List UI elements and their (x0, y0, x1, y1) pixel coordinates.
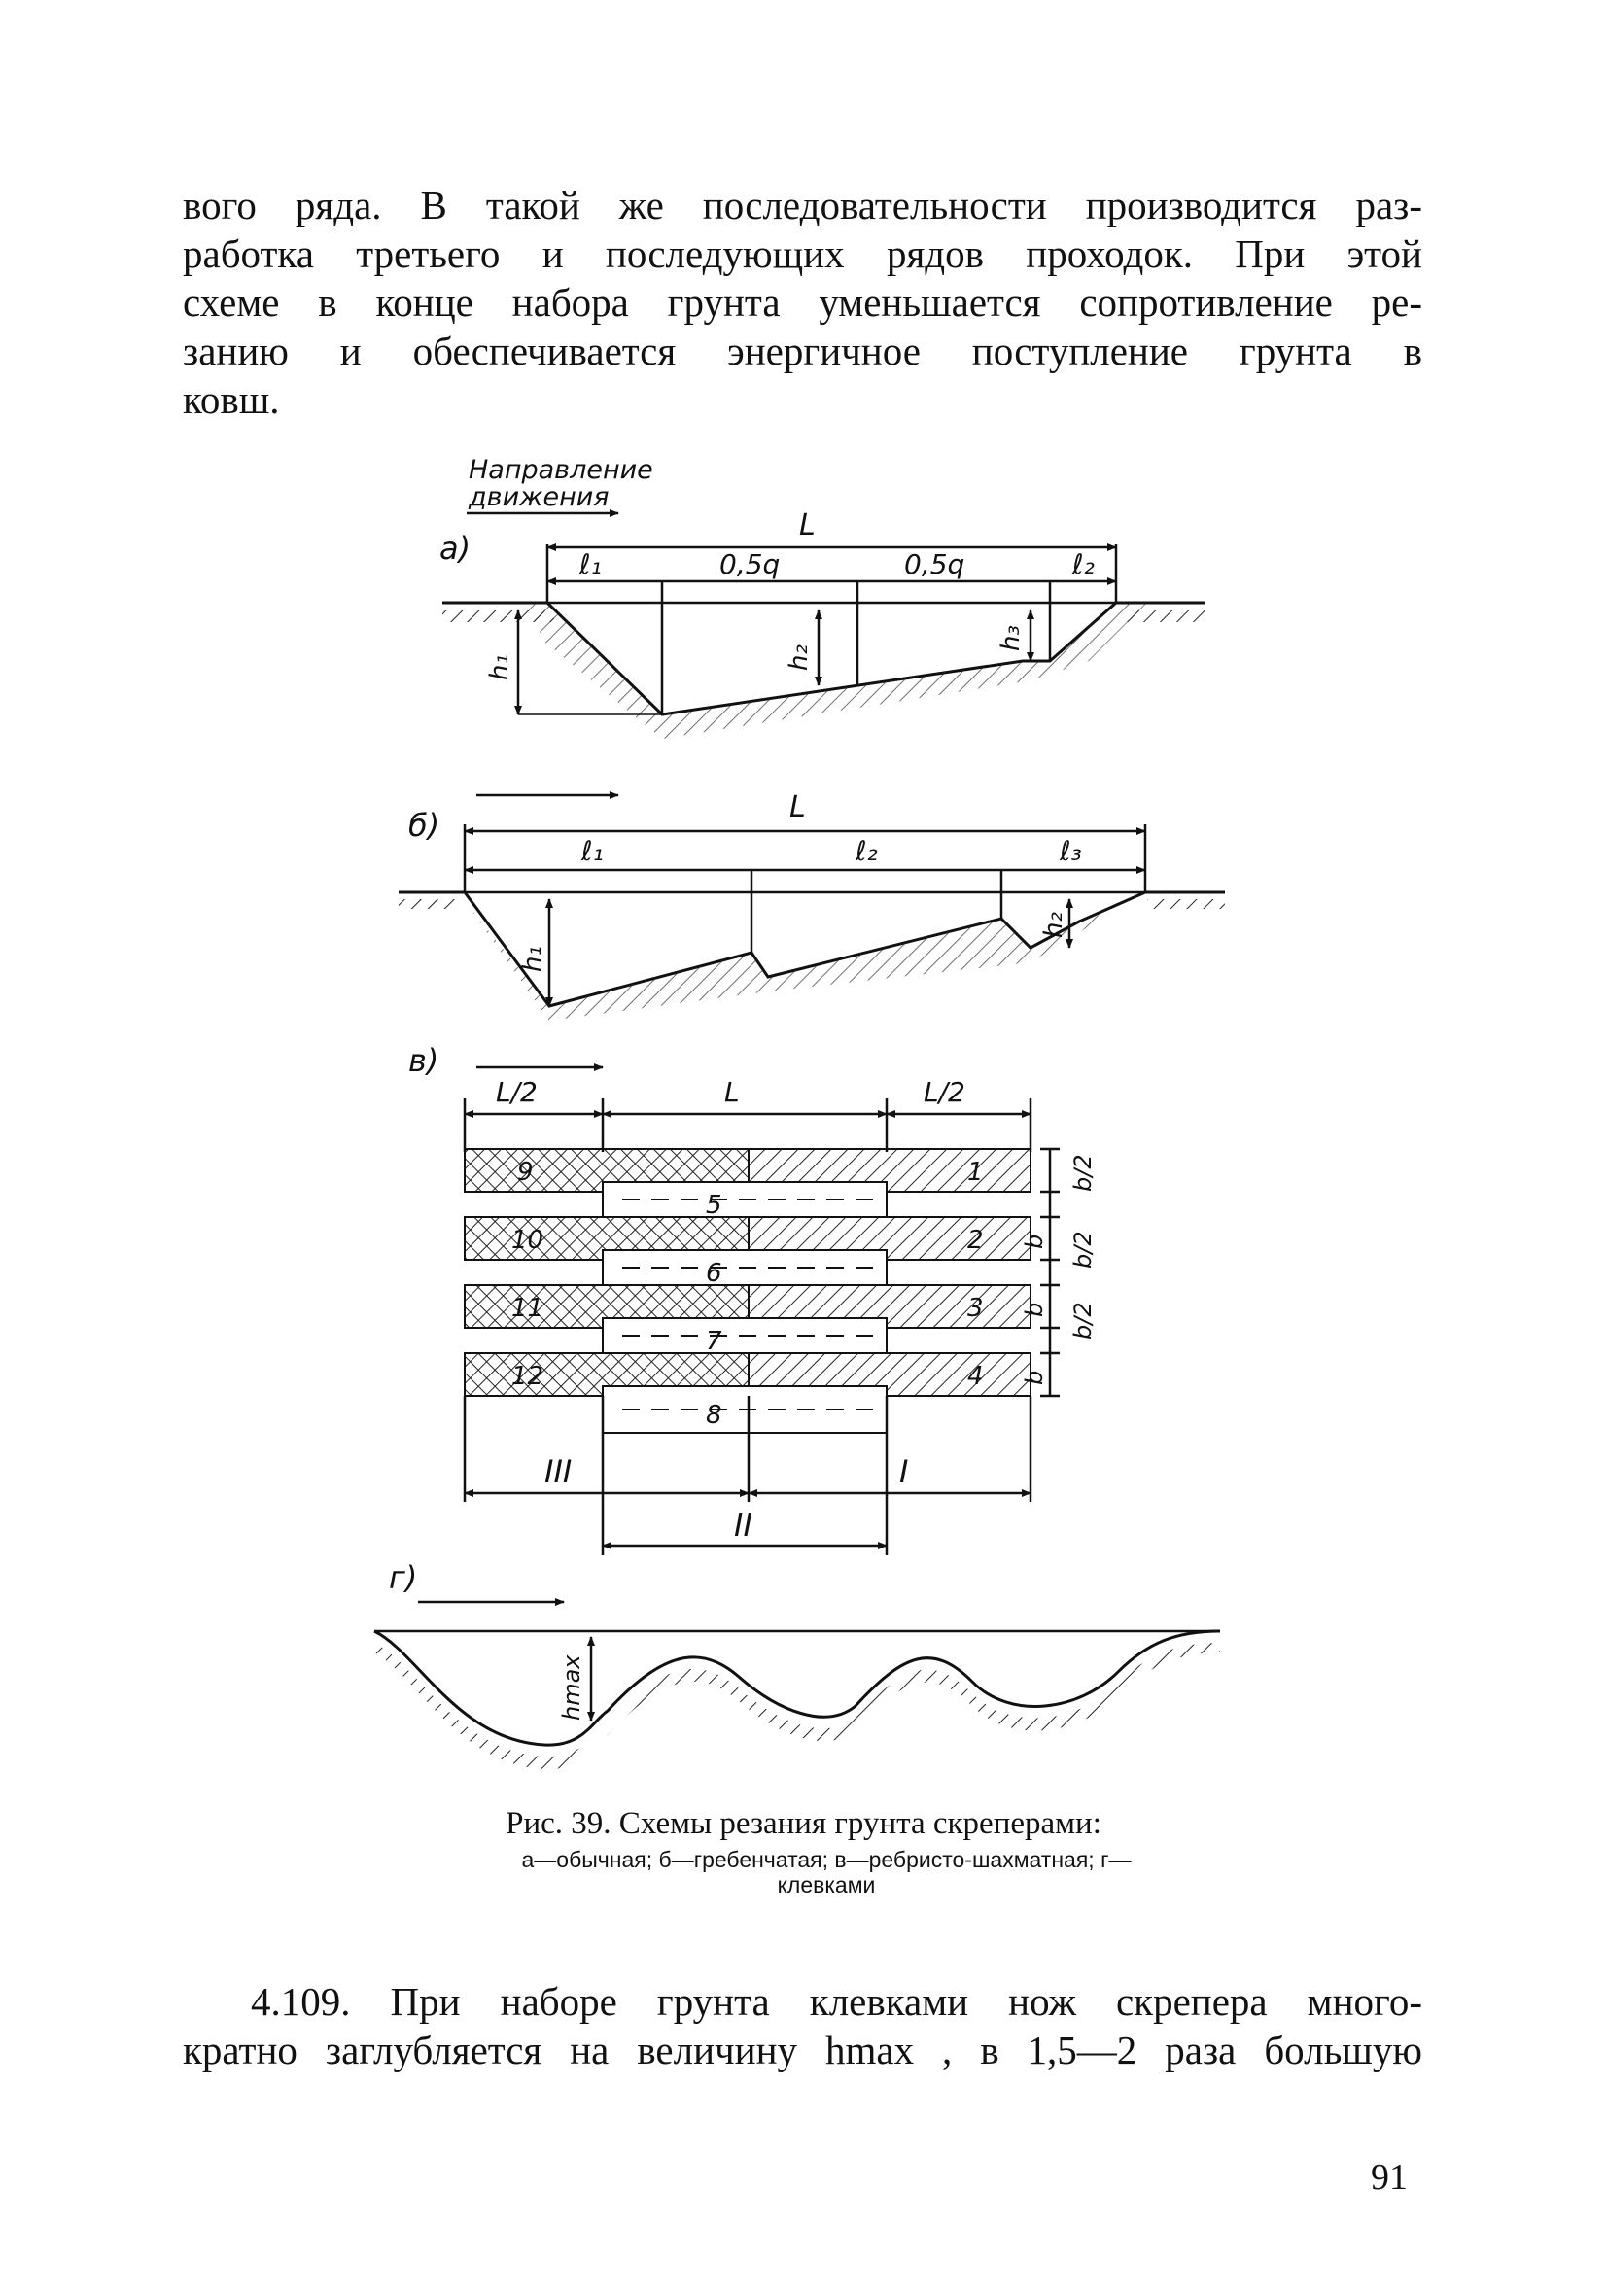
panel-v-L-half-left: L/2 (496, 1076, 538, 1108)
panel-b-l1: ℓ₁ (580, 835, 604, 867)
text-line: вого ряда. В такой же последовательности… (183, 183, 1422, 227)
panel-v-L: L (724, 1076, 740, 1108)
dim-b: b (1021, 1371, 1048, 1385)
panel-g (373, 1598, 1221, 1770)
zone-II: II (734, 1507, 752, 1544)
paragraph-top: вого ряда. В такой же последовательности… (183, 181, 1422, 424)
figure-caption-subtitle: а—обычная; б—гребенчатая; в—ребристо-шах… (428, 1847, 1225, 1897)
caption-line: а—обычная; б—гребенчатая; в—ребристо-шах… (521, 1847, 1132, 1872)
strip-label: 12 (511, 1362, 543, 1391)
panel-a-q2: 0,5q (904, 548, 964, 580)
strip-label: 10 (511, 1226, 543, 1255)
panel-b-l3: ℓ₃ (1059, 835, 1082, 867)
panel-a-l1: ℓ₁ (578, 548, 602, 580)
text-line: занию и обеспечивается энергичное поступ… (183, 329, 1422, 373)
strip-label: 9 (517, 1158, 534, 1187)
text-line: ковш. (183, 377, 280, 422)
text-line: схеме в конце набора грунта уменьшается … (183, 280, 1422, 325)
strip-label: 7 (706, 1327, 722, 1356)
strip-label: 1 (967, 1158, 984, 1187)
text-line: работка третьего и последующих рядов про… (183, 231, 1422, 276)
strip-label: 3 (967, 1294, 984, 1323)
text-line: 4.109. При наборе грунта клевками нож ск… (251, 1979, 1422, 2024)
panel-a-h3: h₃ (996, 625, 1026, 651)
panel-b (399, 791, 1225, 1021)
panel-b-l2: ℓ₂ (855, 835, 878, 867)
panel-v-tag: в) (408, 1042, 438, 1079)
panel-b-L: L (789, 790, 806, 824)
panel-a-L: L (799, 508, 816, 542)
strip-label: 11 (511, 1294, 543, 1323)
panel-a-l2: ℓ₂ (1071, 548, 1095, 580)
paragraph-bottom: 4.109. При наборе грунта клевками нож ск… (183, 1977, 1422, 2074)
panel-g-tag: г) (389, 1559, 417, 1596)
panel-b-h1: h₁ (518, 946, 547, 972)
panel-v-L-half-right: L/2 (924, 1076, 965, 1108)
panel-a-q1: 0,5q (719, 548, 780, 580)
dim-b: b (1021, 1235, 1048, 1249)
page-number: 91 (1371, 2157, 1408, 2198)
zone-III: III (544, 1453, 572, 1490)
strip-label: 6 (706, 1259, 722, 1288)
caption-line: клевками (777, 1872, 876, 1897)
panel-v (463, 1063, 1060, 1555)
strip-label: 5 (706, 1191, 722, 1220)
dim-b-half: b/2 (1069, 1154, 1097, 1192)
text-line: кратно заглубляется на величину hmax , в… (183, 2028, 1422, 2072)
dim-b: b (1021, 1303, 1048, 1317)
dim-b-half: b/2 (1069, 1231, 1097, 1269)
zone-I: I (899, 1453, 908, 1490)
panel-a-h2: h₂ (785, 644, 814, 671)
panel-a (442, 509, 1205, 739)
direction-label-2: движения (468, 482, 610, 512)
strip-label: 8 (706, 1401, 722, 1430)
dim-b-half: b/2 (1069, 1302, 1097, 1339)
figure-caption-title: Рис. 39. Схемы резания грунта скреперами… (506, 1806, 1101, 1841)
strip-label: 4 (967, 1362, 984, 1391)
panel-a-tag: а) (439, 530, 471, 567)
strip-label: 2 (967, 1226, 984, 1255)
panel-a-h1: h₁ (485, 654, 514, 680)
panel-b-h2: h₂ (1039, 912, 1068, 938)
direction-label-1: Направление (469, 455, 653, 485)
panel-b-tag: б) (408, 807, 439, 844)
panel-g-hmax: hmax (558, 1654, 585, 1721)
